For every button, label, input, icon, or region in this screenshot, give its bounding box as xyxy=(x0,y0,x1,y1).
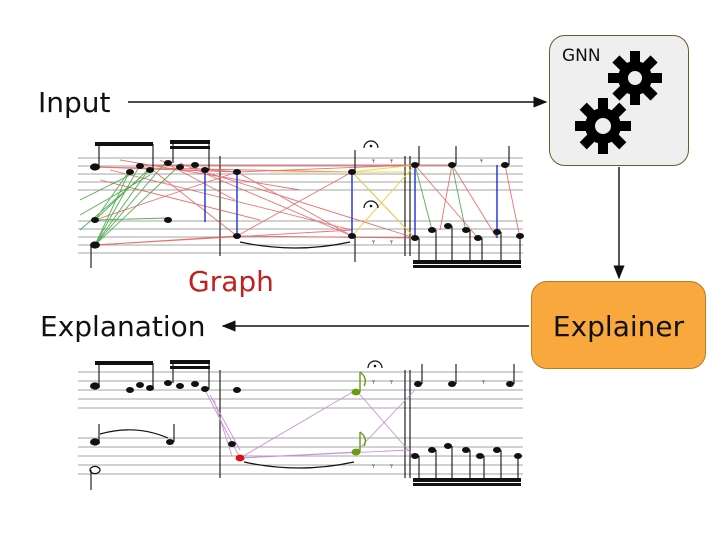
gnn-box: GNN xyxy=(549,35,689,166)
gnn-label: GNN xyxy=(562,46,601,66)
explanation-edges xyxy=(204,389,416,459)
barlines xyxy=(219,370,411,478)
input-score-graph: 𝄾 𝄾 𝄾 𝄾 𝄾 xyxy=(78,140,524,268)
svg-text:𝄾: 𝄾 xyxy=(372,460,375,473)
rests: 𝄾 𝄾 𝄾 𝄾 𝄾 xyxy=(369,144,483,249)
note-stems xyxy=(90,142,521,268)
input-label: Input xyxy=(38,86,111,119)
rests: 𝄾 𝄾 𝄾 𝄾 𝄾 xyxy=(372,364,485,473)
red-edges xyxy=(94,159,521,246)
svg-text:𝄾: 𝄾 xyxy=(390,236,393,249)
yellow-edges xyxy=(270,164,416,239)
explanation-label: Explanation xyxy=(40,310,206,343)
svg-text:𝄾: 𝄾 xyxy=(390,376,393,389)
explanation-score: 𝄾 𝄾 𝄾 𝄾 𝄾 xyxy=(78,360,523,490)
beams xyxy=(95,360,521,486)
note-heads xyxy=(90,160,524,249)
graph-label: Graph xyxy=(188,265,274,298)
explainer-box: Explainer xyxy=(531,281,706,369)
svg-text:𝄾: 𝄾 xyxy=(390,155,393,168)
fermatas-and-ties xyxy=(239,140,379,249)
beams xyxy=(95,140,521,268)
highlighted-notes xyxy=(89,388,361,475)
svg-text:𝄾: 𝄾 xyxy=(372,155,375,168)
staff-lines xyxy=(78,157,523,254)
svg-text:𝄾: 𝄾 xyxy=(482,376,485,389)
fermatas-and-ties xyxy=(99,360,383,469)
explainer-label: Explainer xyxy=(552,310,685,343)
barlines xyxy=(219,156,411,256)
gears-icon xyxy=(575,51,662,154)
svg-text:𝄾: 𝄾 xyxy=(372,376,375,389)
green-edges xyxy=(79,162,467,246)
svg-text:𝄾: 𝄾 xyxy=(390,460,393,473)
svg-text:𝄾: 𝄾 xyxy=(372,236,375,249)
note-stems xyxy=(90,362,519,490)
svg-text:𝄾: 𝄾 xyxy=(480,155,483,168)
note-heads xyxy=(90,380,522,459)
highlighted-stems xyxy=(359,371,367,452)
blue-edges xyxy=(204,165,498,238)
